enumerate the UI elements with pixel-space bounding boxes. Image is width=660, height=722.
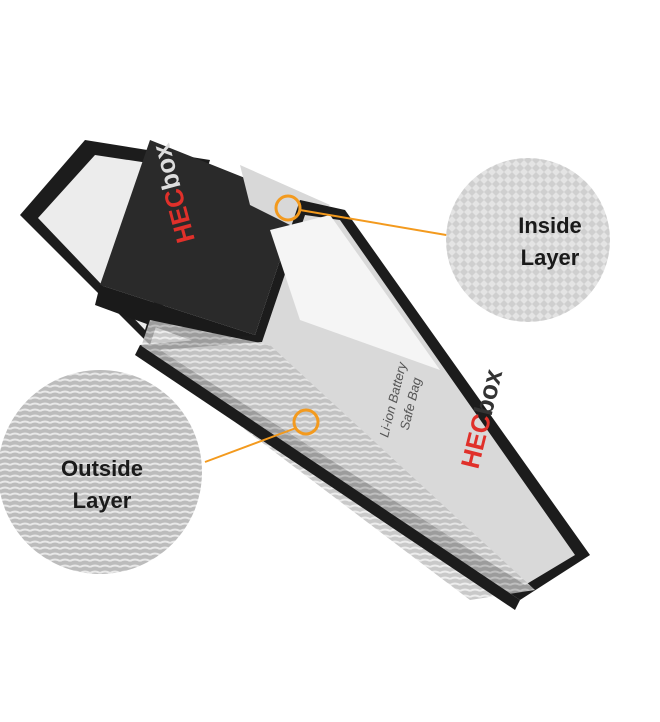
inside-label-line2: Layer [521,245,580,270]
outside-label-line1: Outside [61,456,143,481]
inside-label-line1: Inside [518,213,582,238]
outside-label-line2: Layer [73,488,132,513]
bag-body [135,200,590,610]
outside-layer-callout: Outside Layer [0,370,202,574]
inside-layer-callout: Inside Layer [446,158,610,322]
outside-callout-pointer [204,408,320,463]
inside-callout-pointer [274,194,453,237]
